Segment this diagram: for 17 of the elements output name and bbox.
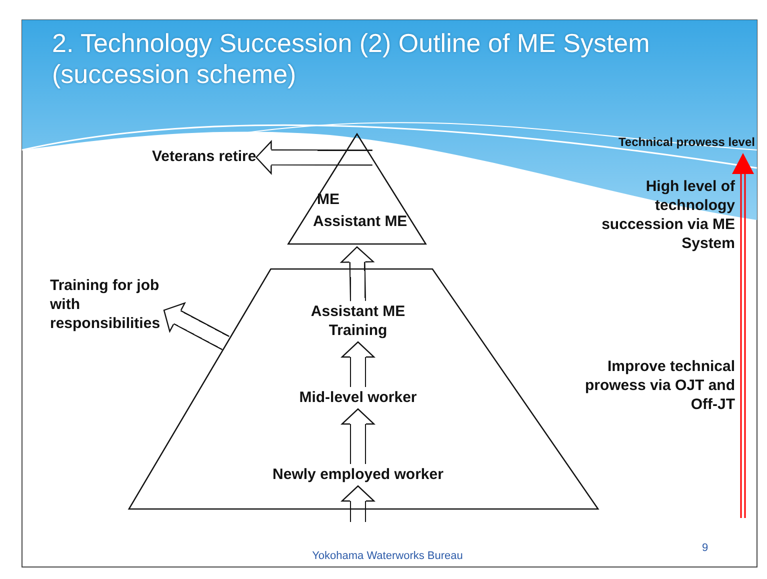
text-label: Training for job with responsibilities <box>50 276 164 333</box>
side-note: Improve technical prowess via OJT and Off-JT <box>584 357 735 414</box>
block-arrow <box>341 408 375 464</box>
footer-text: Yokohama Waterworks Bureau <box>311 550 464 563</box>
block-arrow <box>341 485 375 522</box>
node-label: Assistant ME <box>313 212 408 231</box>
step-label: Newly employed worker <box>247 465 469 484</box>
slide-title: 2. Technology Succession (2) Outline of ME System (succession scheme) <box>52 28 651 90</box>
block-arrow <box>340 246 374 302</box>
text-label: Veterans retire <box>152 147 256 166</box>
side-note: High level of technology succession via ME System <box>600 177 735 253</box>
node-label: ME <box>317 190 340 209</box>
step-label: Mid-level worker <box>267 388 449 407</box>
side-note: Technical prowess level <box>617 135 755 149</box>
step-label: Assistant ME Training <box>287 302 429 340</box>
block-arrow <box>341 341 375 387</box>
page-number: 9 <box>700 542 710 555</box>
